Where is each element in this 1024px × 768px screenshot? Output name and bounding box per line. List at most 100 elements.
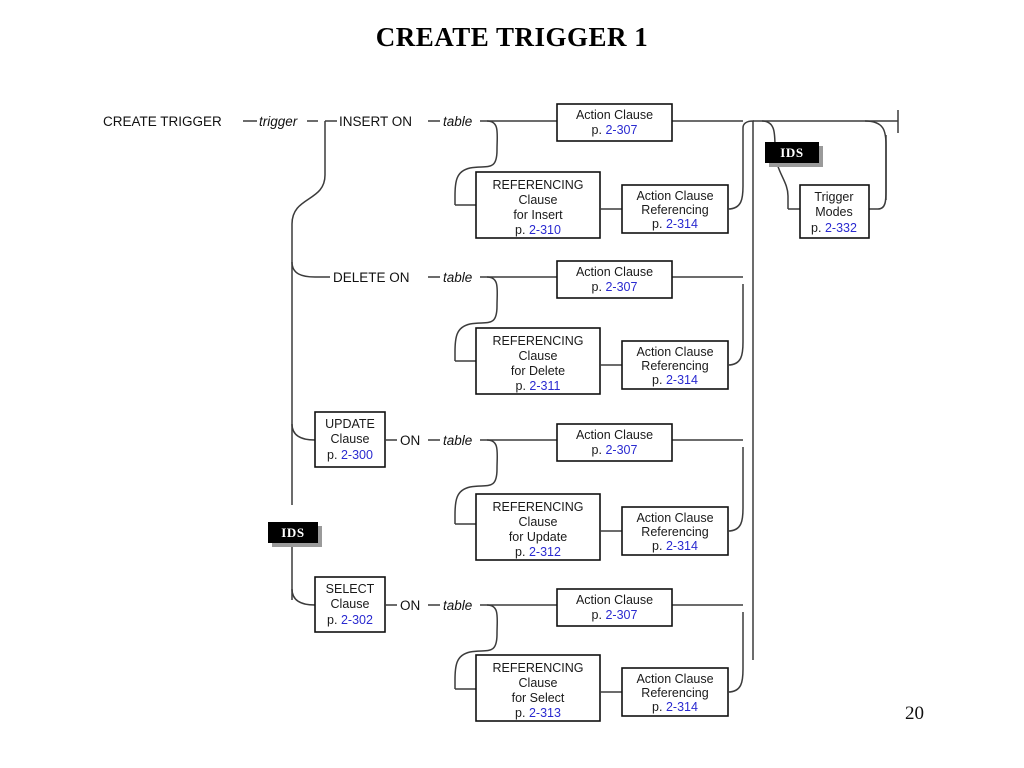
box-action-clause-referencing-insert[interactable]: Action Clause Referencing p. 2-314 <box>621 184 729 234</box>
box-line-2: Referencing <box>641 525 708 539</box>
box-line-3: for Select <box>512 691 565 705</box>
box-page-ref: p. 2-310 <box>515 223 561 237</box>
page-title: CREATE TRIGGER 1 <box>375 22 649 52</box>
box-line-1: Action Clause <box>636 511 713 525</box>
box-select-clause[interactable]: SELECT Clause p. 2-302 <box>314 576 386 633</box>
box-referencing-clause-select[interactable]: REFERENCING Clause for Select p. 2-313 <box>475 654 601 722</box>
box-line-1: Action Clause <box>636 345 713 359</box>
box-line-2: Clause <box>331 432 370 446</box>
box-action-clause-update[interactable]: Action Clause p. 2-307 <box>556 423 673 462</box>
box-outline <box>621 340 729 390</box>
box-line-2: Modes <box>815 205 853 219</box>
box-outline <box>621 506 729 556</box>
rail-spine-to-select <box>291 588 316 606</box>
slide-page-number: 20 <box>905 703 924 724</box>
box-line-2: Referencing <box>641 686 708 700</box>
box-outline <box>621 184 729 234</box>
update-table-placeholder: table <box>443 433 472 448</box>
box-line-1: REFERENCING <box>493 500 584 514</box>
box-page-ref: p. 2-314 <box>652 700 698 714</box>
box-outline <box>556 103 673 142</box>
box-line-1: Action Clause <box>576 265 653 279</box>
rail-spine-to-delete <box>291 261 330 278</box>
page-prefix: p. <box>652 217 666 231</box>
box-action-clause-insert[interactable]: Action Clause p. 2-307 <box>556 103 673 142</box>
box-outline <box>475 493 601 561</box>
box-page-ref: p. 2-313 <box>515 706 561 720</box>
badge-label: IDS <box>780 145 803 160</box>
rail-select-merge-up <box>727 612 744 693</box>
box-line-2: Referencing <box>641 359 708 373</box>
box-line-1: REFERENCING <box>493 178 584 192</box>
box-outline <box>556 588 673 627</box>
box-action-clause-referencing-delete[interactable]: Action Clause Referencing p. 2-314 <box>621 340 729 390</box>
page-link: 2-310 <box>529 223 561 237</box>
rail-right-spine <box>742 120 754 660</box>
box-line-1: UPDATE <box>325 417 375 431</box>
rail-select-branch-down <box>454 604 499 689</box>
page-prefix: p. <box>592 443 606 457</box>
rail-spine-to-update <box>291 423 316 441</box>
box-action-clause-referencing-select[interactable]: Action Clause Referencing p. 2-314 <box>621 667 729 717</box>
page-prefix: p. <box>515 706 529 720</box>
box-action-clause-referencing-update[interactable]: Action Clause Referencing p. 2-314 <box>621 506 729 556</box>
box-outline <box>799 184 870 239</box>
box-outline <box>621 667 729 717</box>
rail-delete-branch-down <box>454 276 499 361</box>
rail-update-branch-down <box>454 439 499 524</box>
ids-badge-right: IDS <box>765 142 823 167</box>
box-outline <box>475 171 601 239</box>
box-update-clause[interactable]: UPDATE Clause p. 2-300 <box>314 411 386 468</box>
box-line-2: Clause <box>519 676 558 690</box>
page-link: 2-314 <box>666 217 698 231</box>
box-page-ref: p. 2-307 <box>592 280 638 294</box>
box-outline <box>475 327 601 395</box>
page-link: 2-300 <box>341 448 373 462</box>
box-page-ref: p. 2-332 <box>811 221 857 235</box>
box-line-1: Action Clause <box>576 593 653 607</box>
trigger-placeholder: trigger <box>259 114 298 129</box>
select-on-keyword: ON <box>400 598 420 613</box>
box-line-3: for Delete <box>511 364 565 378</box>
page-prefix: p. <box>516 379 530 393</box>
box-page-ref: p. 2-302 <box>327 613 373 627</box>
page-link: 2-307 <box>605 608 637 622</box>
page-link: 2-312 <box>529 545 561 559</box>
rail-update-merge-up <box>727 447 744 532</box>
box-action-clause-delete[interactable]: Action Clause p. 2-307 <box>556 260 673 299</box>
box-referencing-clause-delete[interactable]: REFERENCING Clause for Delete p. 2-311 <box>475 327 601 395</box>
box-line-2: Clause <box>519 349 558 363</box>
page-link: 2-314 <box>666 373 698 387</box>
box-trigger-modes[interactable]: Trigger Modes p. 2-332 <box>799 184 870 239</box>
box-referencing-clause-update[interactable]: REFERENCING Clause for Update p. 2-312 <box>475 493 601 561</box>
box-line-1: REFERENCING <box>493 334 584 348</box>
box-page-ref: p. 2-311 <box>516 379 561 393</box>
box-outline <box>556 260 673 299</box>
page-link: 2-314 <box>666 539 698 553</box>
box-referencing-clause-insert[interactable]: REFERENCING Clause for Insert p. 2-310 <box>475 171 601 239</box>
insert-table-placeholder: table <box>443 114 472 129</box>
box-page-ref: p. 2-312 <box>515 545 561 559</box>
box-page-ref: p. 2-314 <box>652 539 698 553</box>
page-prefix: p. <box>652 539 666 553</box>
box-line-1: REFERENCING <box>493 661 584 675</box>
branch-insert: CREATE TRIGGER trigger INSERT ON table A… <box>103 103 744 239</box>
box-page-ref: p. 2-307 <box>592 608 638 622</box>
delete-on-keyword: DELETE ON <box>333 270 410 285</box>
page-prefix: p. <box>592 608 606 622</box>
box-line-2: Clause <box>519 515 558 529</box>
box-outline <box>556 423 673 462</box>
box-page-ref: p. 2-307 <box>592 123 638 137</box>
box-action-clause-select[interactable]: Action Clause p. 2-307 <box>556 588 673 627</box>
box-outline <box>475 654 601 722</box>
page-prefix: p. <box>592 280 606 294</box>
page-link: 2-302 <box>341 613 373 627</box>
box-line-2: Clause <box>519 193 558 207</box>
page-prefix: p. <box>652 373 666 387</box>
page-prefix: p. <box>811 221 825 235</box>
page-prefix: p. <box>652 700 666 714</box>
box-page-ref: p. 2-314 <box>652 217 698 231</box>
page-link: 2-313 <box>529 706 561 720</box>
